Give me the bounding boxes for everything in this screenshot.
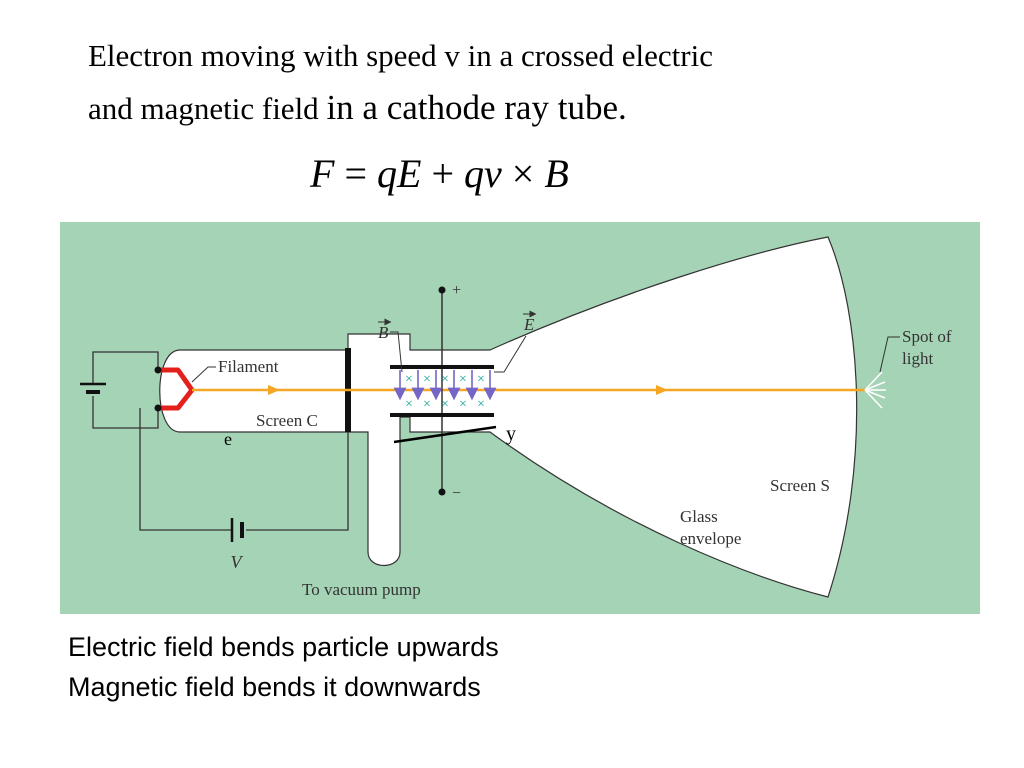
caption-magnetic: Magnetic field bends it downwards	[68, 672, 481, 702]
screen-c-label: Screen C	[256, 411, 318, 430]
slide-title: Electron moving with speed v in a crosse…	[88, 30, 948, 135]
title-line-2a: and magnetic field	[88, 91, 319, 126]
glass-label-2: envelope	[680, 529, 741, 548]
spot-of-light	[864, 371, 886, 409]
svg-text:×: ×	[405, 372, 413, 387]
filament-leader	[191, 366, 216, 383]
svg-text:×: ×	[459, 372, 467, 387]
spot-of-light-label-2: light	[902, 349, 933, 368]
title-line-2b: in a cathode ray tube.	[326, 88, 627, 127]
glass-label-1: Glass	[680, 507, 718, 526]
formula-equals: =	[344, 151, 367, 196]
plus-label: +	[452, 282, 461, 299]
vacuum-pump-label: To vacuum pump	[302, 580, 421, 599]
e-leader-line	[494, 335, 527, 373]
formula-force: F	[310, 151, 335, 196]
beam-arrow-2	[656, 385, 668, 395]
deflection-line	[393, 425, 497, 444]
e-annotation: e	[224, 429, 232, 449]
beam-arrow-1	[268, 385, 280, 395]
caption-electric: Electric field bends particle upwards	[68, 632, 499, 662]
upper-plate	[390, 365, 494, 369]
svg-text:×: ×	[459, 397, 467, 412]
lower-plate	[390, 413, 494, 417]
wire-junction-bottom	[154, 404, 162, 412]
screen-s-label: Screen S	[770, 476, 830, 495]
minus-terminal	[438, 488, 446, 496]
lorentz-force-formula: F = qE + qv × B	[310, 150, 569, 197]
spot-leader	[879, 336, 900, 373]
e-vector-label: E	[523, 315, 535, 334]
minus-label: −	[452, 485, 461, 502]
field-region: × × × × × × × × × ×	[393, 370, 497, 412]
voltage-battery	[230, 518, 244, 542]
title-line-1: Electron moving with speed v in a crosse…	[88, 38, 713, 73]
svg-text:×: ×	[423, 372, 431, 387]
svg-text:×: ×	[423, 397, 431, 412]
formula-plus: +	[431, 151, 454, 196]
svg-text:×: ×	[477, 372, 485, 387]
formula-electric-term: qE	[377, 151, 422, 196]
svg-text:×: ×	[441, 397, 449, 412]
formula-cross: ×	[511, 151, 535, 196]
voltage-label: V	[231, 552, 244, 572]
wire-junction-top	[154, 366, 162, 374]
svg-text:×: ×	[441, 372, 449, 387]
y-annotation: y	[506, 423, 516, 445]
filament-battery	[80, 382, 106, 394]
formula-velocity-term: qv	[464, 151, 502, 196]
b-leader-line	[390, 331, 403, 373]
circuit-wires	[92, 351, 349, 531]
svg-text:×: ×	[405, 397, 413, 412]
spot-of-light-label-1: Spot of	[902, 327, 952, 346]
filament-label: Filament	[218, 357, 279, 376]
b-vector-label: B	[378, 323, 389, 342]
plus-terminal	[438, 286, 446, 294]
svg-text:×: ×	[477, 397, 485, 412]
glass-envelope	[159, 236, 858, 598]
cathode-ray-tube-diagram: V + − × × × × × × × × × × B	[60, 222, 980, 614]
formula-magnetic-term: B	[544, 151, 569, 196]
